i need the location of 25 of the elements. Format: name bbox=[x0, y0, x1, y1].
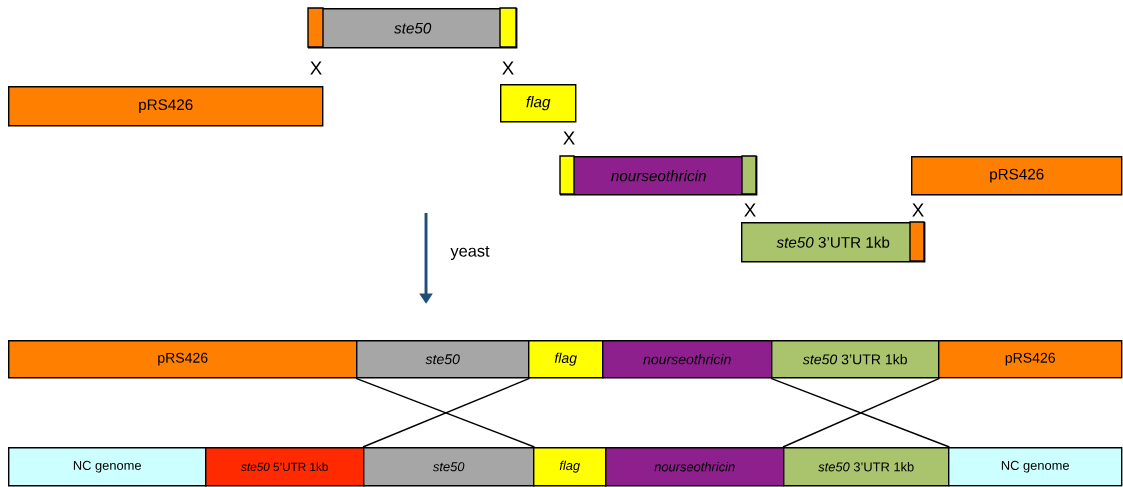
dna-segment: nourseothricin bbox=[605, 447, 785, 487]
dna-segment: flag bbox=[533, 447, 607, 487]
dna-segment: ste50 3’UTR 1kb bbox=[771, 340, 940, 379]
dna-segment: ste50 3’UTR 1kb bbox=[783, 447, 950, 487]
crossover-mark: X bbox=[502, 61, 514, 75]
dna-segment: nourseothricin bbox=[559, 155, 758, 196]
dna-segment: pRS426 bbox=[8, 340, 358, 379]
crossover-mark: X bbox=[744, 203, 756, 217]
dna-segment: flag bbox=[528, 340, 604, 379]
dna-segment: pRS426 bbox=[8, 86, 324, 127]
dna-segment: flag bbox=[500, 84, 577, 123]
dna-segment: ste50 bbox=[356, 340, 530, 379]
dna-segment: ste50 5’UTR 1kb bbox=[205, 447, 365, 487]
dna-segment: NC genome bbox=[948, 447, 1123, 487]
dna-segment: pRS426 bbox=[911, 156, 1123, 196]
dna-segment: ste50 bbox=[363, 447, 535, 487]
dna-segment: pRS426 bbox=[938, 340, 1123, 379]
dna-segment: ste50 bbox=[307, 7, 518, 49]
dna-segment: NC genome bbox=[8, 447, 207, 487]
crossover-mark: X bbox=[912, 203, 924, 217]
dna-segment: ste50 3’UTR 1kb bbox=[741, 221, 926, 263]
crossover-mark: X bbox=[310, 61, 322, 75]
dna-segment: nourseothricin bbox=[602, 340, 773, 379]
step-label: yeast bbox=[450, 246, 490, 260]
crossover-mark: X bbox=[563, 131, 575, 145]
